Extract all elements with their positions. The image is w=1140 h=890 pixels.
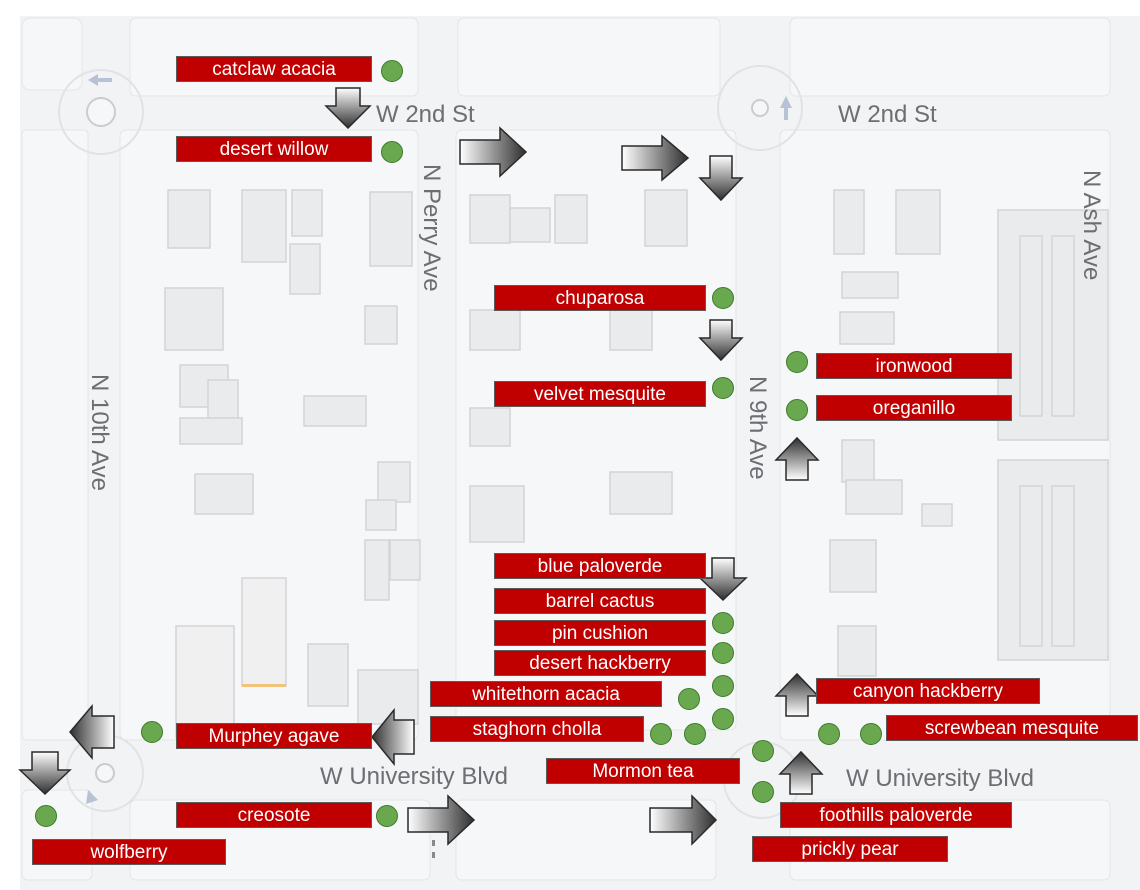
plant-label-catclaw-acacia: catclaw acacia	[176, 56, 372, 82]
arrow-right-icon	[621, 134, 690, 182]
plant-marker-pin-cushion	[712, 642, 734, 664]
plant-marker-desert-willow	[381, 141, 403, 163]
plant-marker-desert-hackberry	[712, 675, 734, 697]
plant-label-creosote: creosote	[176, 802, 372, 828]
crosswalk-dashes	[432, 840, 435, 858]
plant-label-prickly-pear: prickly pear	[752, 836, 948, 862]
traffic-arrow-up-icon	[780, 96, 792, 120]
arrow-up-icon	[778, 750, 824, 795]
plant-marker-staghorn-cholla	[650, 723, 672, 745]
plant-marker-oreganillo	[786, 399, 808, 421]
street-label-n-10th-ave: N 10th Ave	[86, 374, 113, 491]
roundabout-islands	[86, 97, 769, 783]
plant-marker-creosote	[376, 805, 398, 827]
plant-marker-mormon-tea	[752, 740, 774, 762]
plant-label-wolfberry: wolfberry	[32, 839, 226, 865]
plant-marker-ironwood	[786, 351, 808, 373]
plant-marker-wolfberry	[35, 805, 57, 827]
plant-marker-staghorn-cholla-2	[684, 723, 706, 745]
plant-label-desert-willow: desert willow	[176, 136, 372, 162]
street-label-n-perry-ave: N Perry Ave	[418, 164, 445, 292]
plant-label-mormon-tea: Mormon tea	[546, 758, 740, 784]
traffic-arrow-diag-icon	[86, 790, 98, 804]
plant-marker-whitethorn-acacia	[678, 688, 700, 710]
block-top-left	[21, 17, 83, 91]
island-sw	[95, 763, 115, 783]
image-margin-left	[0, 0, 20, 890]
street-label-n-9th-ave: N 9th Ave	[744, 376, 771, 480]
arrow-down-icon	[18, 751, 72, 796]
plant-marker-screwbean-mesquite	[860, 723, 882, 745]
arrow-up-icon	[774, 672, 820, 717]
plant-marker-barrel-cactus	[712, 612, 734, 634]
image-margin-top	[0, 0, 1140, 16]
traffic-arrows	[86, 74, 792, 804]
arrow-right-icon	[407, 794, 476, 846]
island-nw	[86, 97, 116, 127]
plant-label-ironwood: ironwood	[816, 353, 1012, 379]
plant-label-canyon-hackberry: canyon hackberry	[816, 678, 1040, 704]
plant-label-pin-cushion: pin cushion	[494, 620, 706, 646]
arrow-up-icon	[774, 436, 820, 481]
plant-label-velvet-mesquite: velvet mesquite	[494, 381, 706, 407]
arrow-down-icon	[698, 319, 744, 362]
street-label-w-university-blvd-right: W University Blvd	[846, 765, 1034, 792]
plant-marker-blue-paloverde	[712, 708, 734, 730]
direction-arrows	[18, 87, 824, 846]
arrow-left-icon	[69, 703, 115, 761]
arrow-down-icon	[324, 87, 372, 130]
plant-label-desert-hackberry: desert hackberry	[494, 650, 706, 676]
traffic-arrow-left-icon	[88, 74, 112, 86]
block-top-right	[789, 17, 1111, 97]
plant-marker-catclaw-acacia	[381, 60, 403, 82]
plant-label-foothills-paloverde: foothills paloverde	[780, 802, 1012, 828]
arrow-right-icon	[649, 794, 718, 846]
plant-label-staghorn-cholla: staghorn cholla	[430, 716, 644, 742]
plant-label-murphey-agave: Murphey agave	[176, 723, 372, 749]
buildings	[164, 189, 1109, 739]
plant-label-whitethorn-acacia: whitethorn acacia	[430, 681, 662, 707]
plant-marker-velvet-mesquite	[712, 377, 734, 399]
plant-label-blue-paloverde: blue paloverde	[494, 553, 706, 579]
street-label-w-2nd-st-left: W 2nd St	[376, 101, 475, 128]
arrow-right-icon	[459, 126, 528, 178]
block-left-strip	[21, 129, 89, 741]
street-label-w-university-blvd-left: W University Blvd	[320, 763, 508, 790]
plant-label-oreganillo: oreganillo	[816, 395, 1012, 421]
arrow-left-icon	[371, 707, 415, 767]
plant-marker-murphey-agave	[141, 721, 163, 743]
block-top-center	[457, 17, 721, 97]
arrow-down-icon	[698, 155, 744, 202]
plant-marker-canyon-hackberry	[818, 723, 840, 745]
street-label-n-ash-ave: N Ash Ave	[1078, 170, 1105, 280]
plant-marker-foothills-paloverde	[752, 781, 774, 803]
roundabout-nw	[58, 69, 144, 155]
roundabout-ne	[717, 65, 803, 151]
plant-label-chuparosa: chuparosa	[494, 285, 706, 311]
plant-marker-chuparosa	[712, 287, 734, 309]
plant-label-screwbean-mesquite: screwbean mesquite	[886, 715, 1138, 741]
arrow-down-icon	[698, 557, 748, 602]
street-label-w-2nd-st-right: W 2nd St	[838, 101, 937, 128]
island-ne	[751, 99, 769, 117]
plant-label-barrel-cactus: barrel cactus	[494, 588, 706, 614]
building-highlight-line	[242, 684, 286, 687]
